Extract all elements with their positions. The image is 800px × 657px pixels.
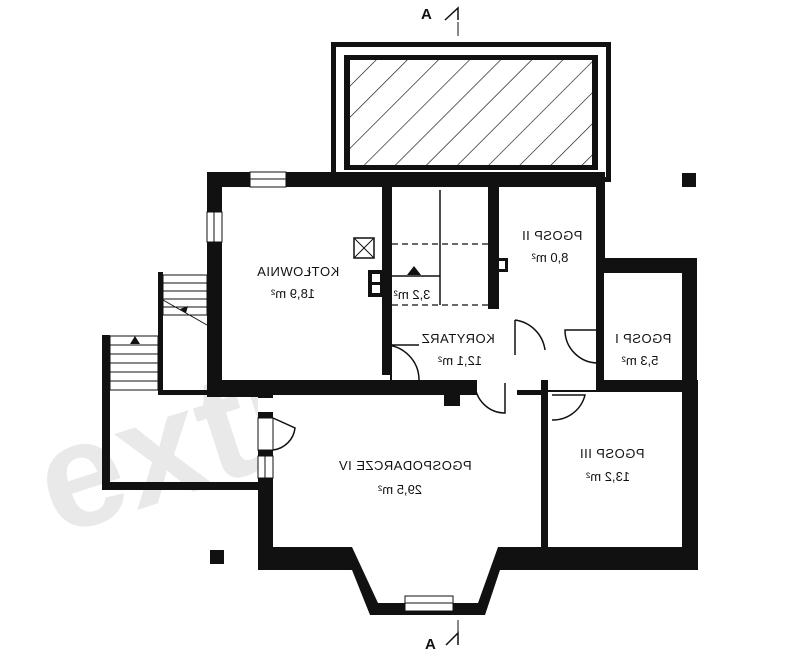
external-stairs — [102, 272, 258, 490]
svg-text:PGOSP III: PGOSP III — [580, 446, 645, 461]
room-label-pgospodarcze: PGOSPODARCZE IV 29,5 m² — [338, 458, 471, 497]
windows — [206, 171, 454, 612]
svg-text:PGOSP I: PGOSP I — [615, 331, 672, 346]
svg-text:18,9 m²: 18,9 m² — [270, 286, 315, 301]
door-pgospiii — [551, 394, 586, 421]
room-label-korytarz: KORYTARZ 12,1 m² — [421, 331, 495, 368]
room-label-pgospiii: PGOSP III 13,2 m² — [580, 446, 645, 484]
interior-stairs — [353, 190, 508, 306]
door-pgospii — [514, 319, 546, 355]
section-marker-top: A — [421, 6, 459, 36]
svg-text:13,2 m²: 13,2 m² — [585, 469, 630, 484]
stair-arrow-icon — [407, 266, 421, 275]
svg-text:A: A — [421, 6, 432, 23]
column-marker — [210, 550, 224, 564]
svg-text:KORYTARZ: KORYTARZ — [421, 331, 495, 346]
svg-text:12,1 m²: 12,1 m² — [437, 353, 482, 368]
door-pgospi — [564, 329, 599, 364]
inner-walls — [382, 187, 604, 550]
svg-text:KOTŁOWNIA: KOTŁOWNIA — [257, 264, 340, 279]
room-label-pgospii: PGOSP II 8,0 m² — [522, 228, 583, 265]
room-label-pgospi: PGOSP I 5,3 m² — [615, 331, 672, 368]
room-label-kotlownia: KOTŁOWNIA 18,9 m² — [257, 264, 340, 301]
door-korytarz-lower — [474, 382, 506, 414]
svg-text:3,2 m²: 3,2 m² — [393, 287, 431, 302]
room-label-stairs: 3,2 m² — [393, 287, 431, 302]
room-interiors — [222, 187, 682, 603]
svg-text:5,3 m²: 5,3 m² — [621, 353, 659, 368]
column-marker — [682, 173, 696, 187]
svg-text:29,5 m²: 29,5 m² — [377, 482, 422, 497]
svg-text:8,0 m²: 8,0 m² — [531, 250, 569, 265]
svg-text:PGOSP II: PGOSP II — [522, 228, 583, 243]
svg-text:A: A — [425, 636, 436, 653]
door-korytarz — [383, 344, 420, 381]
door-entry — [272, 417, 296, 451]
doors — [272, 319, 599, 451]
svg-text:PGOSPODARCZE IV: PGOSPODARCZE IV — [338, 458, 471, 473]
section-marker-bottom: A — [425, 620, 459, 653]
